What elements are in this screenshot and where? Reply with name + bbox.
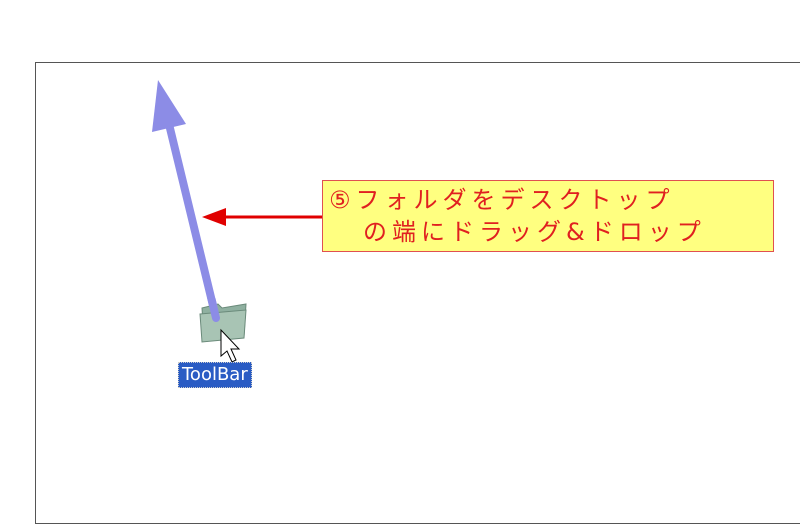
desktop-window	[35, 62, 800, 524]
callout-line-2: の端にドラッグ&ドロップ	[363, 218, 706, 246]
mouse-cursor-icon	[220, 328, 241, 363]
callout-line-1: ⑤フォルダをデスクトップ	[329, 186, 675, 214]
drag-direction-arrow	[152, 80, 220, 322]
desktop-icon-label[interactable]: ToolBar	[178, 362, 252, 388]
annotation-overlay	[152, 80, 322, 322]
pointer-arrow	[202, 208, 322, 226]
instruction-callout: ⑤フォルダをデスクトップ の端にドラッグ&ドロップ	[322, 180, 774, 252]
